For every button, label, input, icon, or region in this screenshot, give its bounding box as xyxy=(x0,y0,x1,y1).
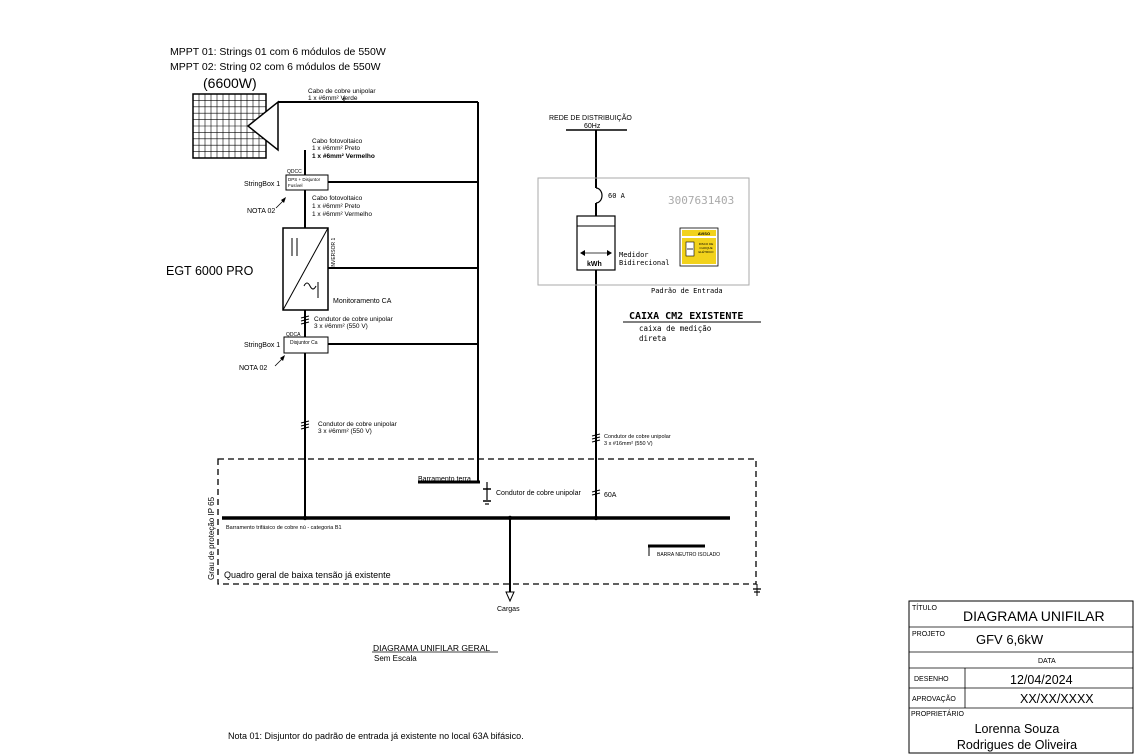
barramento-trif-label: Barramento trifásico de cobre nú - categ… xyxy=(226,525,342,531)
cabo-fv1-line3: 1 x #6mm² Vermelho xyxy=(312,153,375,160)
nota01-label: Nota 01: Disjuntor do padrão de entrada … xyxy=(228,731,524,741)
stringbox-cc xyxy=(285,174,329,191)
barramento-terra-label: Barramento terra xyxy=(418,476,471,483)
data-label: DATA xyxy=(1038,658,1056,665)
cabo-fv1-line2: 1 x #6mm² Preto xyxy=(312,145,360,152)
cargas-label: Cargas xyxy=(497,606,520,613)
caixa-title: CAIXA CM2 EXISTENTE xyxy=(629,311,743,322)
projeto-value: GFV 6,6kW xyxy=(976,632,1044,647)
qdca-label: QDCA xyxy=(286,332,301,338)
mppt1-text: MPPT 01: Strings 01 com 6 módulos de 550… xyxy=(170,46,386,58)
proprietario-line2: Rodrigues de Oliveira xyxy=(957,738,1077,752)
diagram-title: DIAGRAMA UNIFILAR GERAL xyxy=(373,643,490,653)
monitoramento-label: Monitoramento CA xyxy=(333,298,392,305)
cond-ca1-line2: 3 x #6mm² (550 V) xyxy=(314,323,368,330)
aviso-text-3: ELÉTRICO xyxy=(698,249,714,254)
meter-number: 3007631403 xyxy=(668,194,734,207)
grau-protecao-label: Grau de proteção IP 65 xyxy=(207,496,216,580)
padrao-entrada-label: Padrão de Entrada xyxy=(651,287,723,295)
cabo-terra-line2: 1 x #6mm² Verde xyxy=(308,95,358,102)
titulo-value: DIAGRAMA UNIFILAR xyxy=(963,608,1105,624)
padrao-entrada-box xyxy=(537,177,750,286)
busbar-node-inverter xyxy=(302,515,308,521)
cargas-arrow-icon xyxy=(505,591,515,603)
quadro-geral-enclosure xyxy=(217,458,757,585)
nota02-cc-arrow-icon xyxy=(275,197,286,209)
titulo-label: TÍTULO xyxy=(912,603,937,612)
aviso-text-2: CHOQUE xyxy=(699,246,712,250)
busbar-node-cargas xyxy=(507,515,513,521)
wiring xyxy=(278,101,597,592)
cabo-fv2-line3: 1 x #6mm² Vermelho xyxy=(312,211,372,218)
stringbox1-cc-label: StringBox 1 xyxy=(244,181,280,188)
aprovacao-label: APROVAÇÃO xyxy=(912,694,956,703)
aviso-label: AVISO xyxy=(698,231,710,236)
cable-ticks xyxy=(300,315,601,496)
breaker-60a-icon xyxy=(595,187,603,204)
busbar-node-rede xyxy=(593,515,599,521)
ground-icon xyxy=(483,488,491,505)
cond-ca1-line1: Condutor de cobre unipolar xyxy=(314,316,394,323)
nota02-cc-label: NOTA 02 xyxy=(247,208,275,215)
title-block xyxy=(908,600,1134,754)
desenho-date: 12/04/2024 xyxy=(1010,673,1073,687)
rede-line2: 60Hz xyxy=(584,123,601,130)
cond-terra-label: Condutor de cobre unipolar xyxy=(496,490,582,497)
caixa-sub2: direta xyxy=(639,334,666,343)
proprietario-label: PROPRIETÁRIO xyxy=(911,709,964,718)
cond-ca2-line1: Condutor de cobre unipolar xyxy=(318,421,398,428)
enclosure-ground-icon xyxy=(753,588,761,596)
caixa-sub1: caixa de medição xyxy=(639,324,712,333)
projeto-label: PROJETO xyxy=(912,631,945,638)
desenho-label: DESENHO xyxy=(914,676,949,683)
cabo-terra-line1: Cabo de cobre unipolar xyxy=(308,88,376,95)
solar-panel-icon xyxy=(192,93,279,159)
energy-meter-icon xyxy=(576,215,616,271)
cabo-fv2-line1: Cabo fotovoltaico xyxy=(312,195,363,202)
nota02-ca-arrow-icon xyxy=(274,355,285,367)
cond-ca2-line2: 3 x #6mm² (550 V) xyxy=(318,428,372,435)
cond-rede-line1: Condutor de cobre unipolar xyxy=(604,434,671,440)
aprovacao-date: XX/XX/XXXX xyxy=(1020,692,1094,706)
aviso-text-1: RISCO DE xyxy=(699,242,714,246)
power-text: (6600W) xyxy=(203,75,257,91)
inverter-model-label: EGT 6000 PRO xyxy=(166,264,254,278)
sem-escala-label: Sem Escala xyxy=(374,654,417,663)
stringbox-ca xyxy=(283,336,329,354)
stringbox-cc-inner2: Fusível xyxy=(288,183,303,188)
warning-sign-icon xyxy=(679,227,719,267)
breaker-60a-2-label: 60A xyxy=(604,492,617,499)
mppt2-text: MPPT 02: String 02 com 6 módulos de 550W xyxy=(170,61,381,73)
cond-rede-line2: 3 x #16mm² (550 V) xyxy=(604,441,653,447)
quadro-geral-label: Quadro geral de baixa tensão já existent… xyxy=(224,570,391,580)
barra-neutro-label: BARRA NEUTRO ISOLADO xyxy=(657,552,720,558)
inverter-side-label: INVERSOR 1 xyxy=(331,237,337,268)
breaker-60a-label: 60 A xyxy=(608,192,626,200)
stringbox1-ca-label: StringBox 1 xyxy=(244,342,280,349)
qdcc-label: QDCC xyxy=(287,169,302,175)
inverter-icon xyxy=(282,227,329,311)
proprietario-line1: Lorenna Souza xyxy=(975,722,1060,736)
nota02-ca-label: NOTA 02 xyxy=(239,365,267,372)
disjuntor-ca-label: Disjuntor Ca xyxy=(290,340,318,346)
medidor-line2: Bidirecional xyxy=(619,259,670,267)
rede-line1: REDE DE DISTRIBUIÇÃO xyxy=(549,113,632,122)
medidor-line1: Medidor xyxy=(619,251,649,259)
stringbox-cc-inner1: DPS + Disjuntor xyxy=(288,177,321,182)
kwh-label: kWh xyxy=(587,261,602,268)
cabo-fv1-line1: Cabo fotovoltaico xyxy=(312,138,363,145)
cabo-fv2-line2: 1 x #6mm² Preto xyxy=(312,203,360,210)
